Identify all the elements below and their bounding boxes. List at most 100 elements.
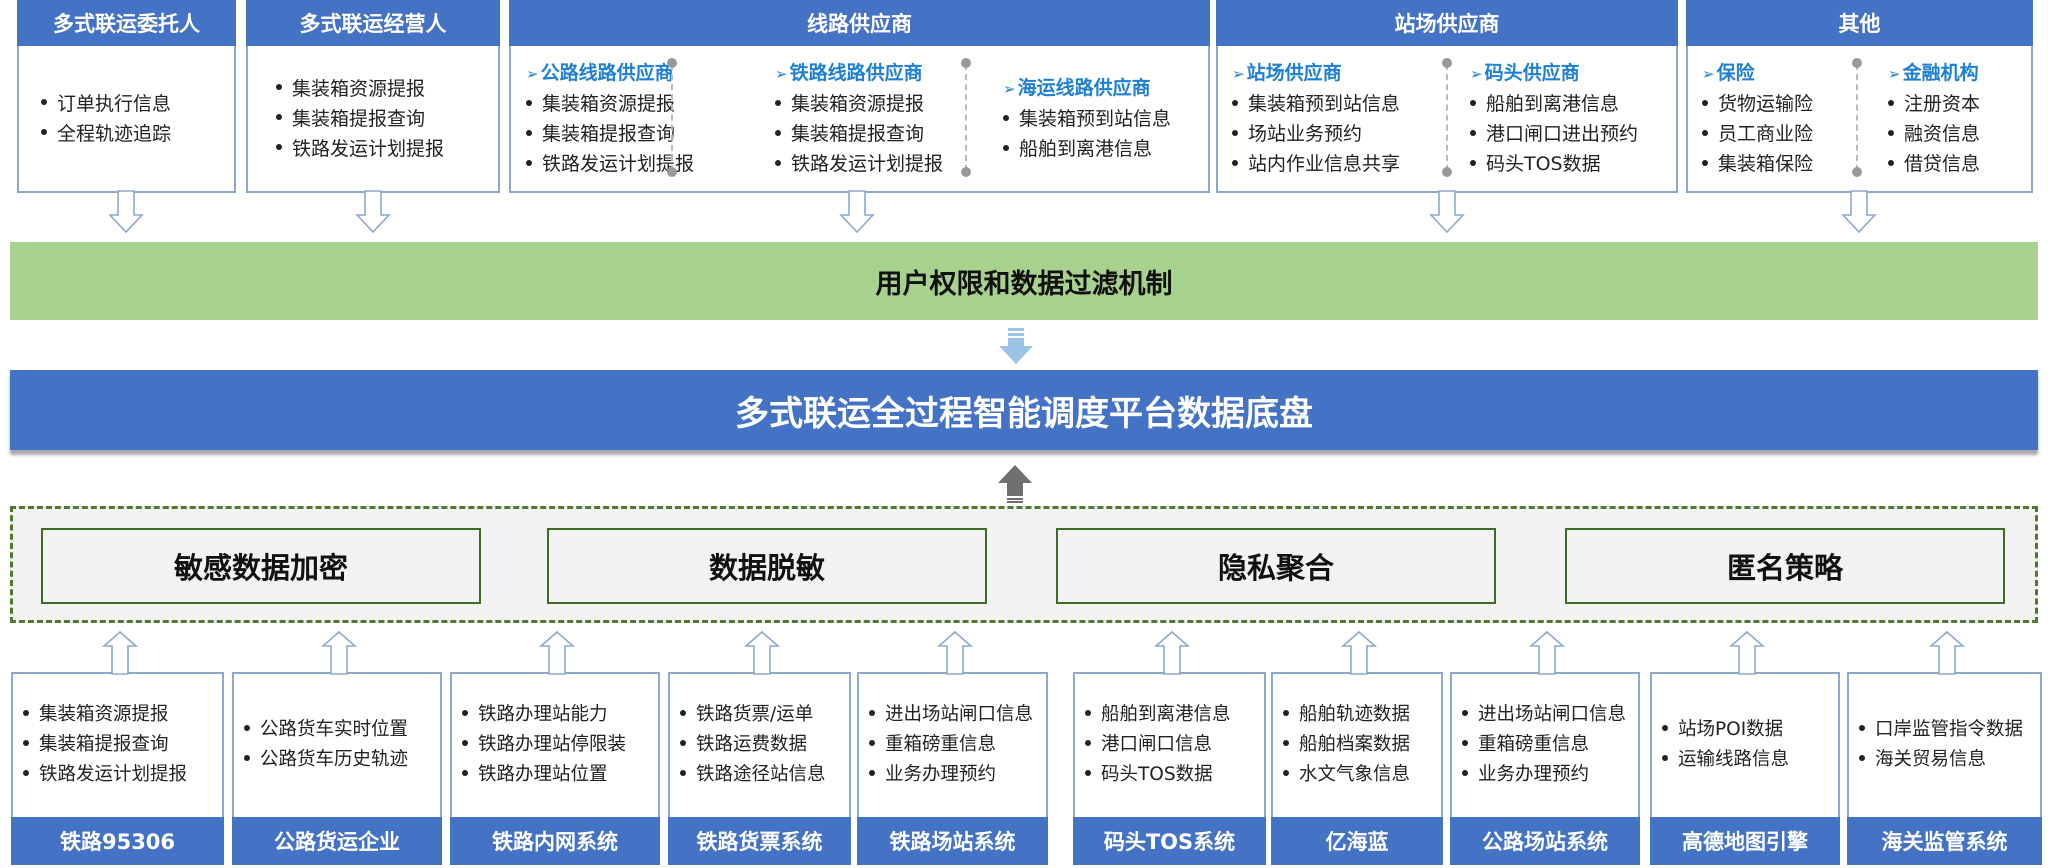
list-item-label: 铁路发运计划提报 [292, 137, 445, 160]
up-hollow-arrow-icon [101, 630, 138, 675]
up-hollow-arrow-icon [1340, 630, 1378, 675]
stakeholder-box: 多式联运经营人集装箱资源提报集装箱提报查询铁路发运计划提报 [246, 0, 500, 193]
list-item: 集装箱预到站信息 [1003, 104, 1171, 134]
list-item-label: 重箱磅重信息 [1478, 733, 1590, 755]
filter-band-label: 用户权限和数据过滤机制 [875, 268, 1173, 300]
bullet-icon [1462, 769, 1468, 776]
list-item: 集装箱资源提报 [526, 89, 694, 119]
list-item-label: 铁路运费数据 [696, 733, 808, 755]
list-item: 集装箱预到站信息 [1232, 89, 1400, 119]
list-item: 集装箱保险 [1702, 149, 1813, 179]
bullet-icon [1283, 709, 1289, 716]
list-item: 集装箱资源提报 [23, 700, 218, 730]
data-source-name: 铁路货票系统 [668, 817, 851, 865]
list-item: 海关贸易信息 [1859, 745, 2036, 775]
data-source-name: 铁路场站系统 [857, 817, 1048, 865]
list-item: 站内作业信息共享 [1232, 149, 1400, 179]
up-hollow-arrow-icon [1928, 630, 1965, 675]
list-item-label: 铁路发运计划提报 [39, 763, 188, 785]
bullet-icon [680, 709, 686, 716]
bullet-icon [1662, 754, 1668, 761]
bullet-icon [1462, 709, 1468, 716]
list-item-label: 集装箱预到站信息 [1248, 93, 1401, 115]
stakeholder-box: 其他➢保险货物运输险员工商业险集装箱保险➢金融机构注册资本融资信息借贷信息 [1686, 0, 2033, 193]
list-item: 铁路发运计划提报 [23, 760, 218, 790]
list-item-label: 集装箱提报查询 [292, 107, 426, 130]
list-item-label: 船舶档案数据 [1299, 733, 1411, 755]
list-item: 运输线路信息 [1662, 745, 1834, 775]
stakeholder-box-body: ➢保险货物运输险员工商业险集装箱保险➢金融机构注册资本融资信息借贷信息 [1688, 46, 2031, 191]
bullet-icon [1232, 99, 1238, 106]
list-item-label: 融资信息 [1904, 123, 1981, 145]
privacy-method-label: 敏感数据加密 [173, 551, 348, 585]
list-item-label: 站内作业信息共享 [1248, 153, 1401, 175]
data-source-items: 站场POI数据运输线路信息 [1662, 674, 1834, 815]
column-divider [1852, 58, 1862, 177]
list-item: 站场POI数据 [1662, 715, 1834, 745]
privacy-method-box: 隐私聚合 [1056, 528, 1496, 604]
bullet-icon [869, 769, 875, 776]
list-item-label: 公路货车实时位置 [260, 718, 409, 740]
stakeholder-subtitle-label: 码头供应商 [1484, 62, 1580, 84]
bullet-icon [1085, 739, 1091, 746]
list-item-label: 集装箱提报查询 [39, 733, 169, 755]
list-item-label: 水文气象信息 [1299, 763, 1411, 785]
list-item-label: 船舶到离港信息 [1019, 138, 1153, 160]
stakeholder-box-title: 线路供应商 [509, 0, 1210, 46]
list-item-label: 运输线路信息 [1678, 748, 1790, 770]
bullet-icon [526, 99, 532, 106]
list-item: 集装箱资源提报 [276, 74, 444, 104]
data-source-items: 口岸监管指令数据海关贸易信息 [1859, 674, 2036, 815]
down-hollow-arrow-icon [1841, 190, 1877, 234]
column-divider [961, 58, 971, 177]
bullet-icon [276, 84, 282, 90]
arrowhead-marker-icon: ➢ [1232, 65, 1245, 83]
privacy-method-label: 匿名策略 [1726, 551, 1843, 585]
list-item-label: 铁路办理站停限装 [478, 733, 627, 755]
list-item: 集装箱提报查询 [276, 104, 444, 134]
bullet-icon [1283, 769, 1289, 776]
stakeholder-column: 集装箱资源提报集装箱提报查询铁路发运计划提报 [276, 46, 444, 191]
data-source-items: 集装箱资源提报集装箱提报查询铁路发运计划提报 [23, 674, 218, 815]
arrowhead-marker-icon: ➢ [526, 65, 539, 83]
list-item-label: 集装箱保险 [1718, 153, 1814, 175]
list-item-label: 集装箱资源提报 [542, 93, 676, 115]
up-hollow-arrow-icon [936, 630, 973, 675]
bullet-icon [1702, 159, 1708, 166]
bullet-icon [869, 739, 875, 746]
stakeholder-subtitle: ➢金融机构 [1888, 58, 1980, 89]
down-hollow-arrow-icon [355, 190, 391, 234]
data-source-name: 公路货运企业 [232, 817, 442, 865]
platform-bar-label: 多式联运全过程智能调度平台数据底盘 [735, 393, 1313, 434]
list-item: 集装箱提报查询 [23, 730, 218, 760]
arrowhead-marker-icon: ➢ [1702, 65, 1715, 83]
list-item: 重箱磅重信息 [869, 730, 1042, 760]
privacy-method-box: 数据脱敏 [547, 528, 987, 604]
list-item: 口岸监管指令数据 [1859, 715, 2036, 745]
list-item: 船舶轨迹数据 [1283, 700, 1437, 730]
bullet-icon [526, 159, 532, 166]
list-item-label: 码头TOS数据 [1101, 763, 1213, 785]
platform-bar: 多式联运全过程智能调度平台数据底盘 [10, 370, 2038, 450]
column-divider [1442, 58, 1452, 177]
list-item-label: 全程轨迹追踪 [57, 122, 172, 145]
privacy-method-label: 隐私聚合 [1217, 551, 1334, 585]
stakeholder-subtitle-label: 站场供应商 [1246, 62, 1342, 84]
stakeholder-subtitle: ➢码头供应商 [1470, 58, 1638, 89]
stakeholder-subtitle-label: 公路线路供应商 [540, 62, 674, 84]
list-item-label: 集装箱资源提报 [39, 703, 169, 725]
data-source-name: 亿海蓝 [1271, 817, 1443, 865]
bullet-icon [276, 114, 282, 120]
bullet-icon [276, 144, 282, 150]
stakeholder-column: ➢保险货物运输险员工商业险集装箱保险 [1702, 46, 1813, 191]
list-item: 货物运输险 [1702, 89, 1813, 119]
stakeholder-box: 站场供应商➢站场供应商集装箱预到站信息场站业务预约站内作业信息共享➢码头供应商船… [1216, 0, 1678, 193]
list-item: 铁路货票/运单 [680, 700, 845, 730]
privacy-method-box: 敏感数据加密 [41, 528, 481, 604]
stakeholder-box-body: 订单执行信息全程轨迹追踪 [19, 46, 234, 191]
list-item: 集装箱提报查询 [775, 119, 943, 149]
list-item: 船舶到离港信息 [1003, 134, 1171, 164]
bullet-icon [869, 709, 875, 716]
down-arrow-icon [999, 328, 1033, 364]
list-item-label: 铁路办理站位置 [478, 763, 608, 785]
